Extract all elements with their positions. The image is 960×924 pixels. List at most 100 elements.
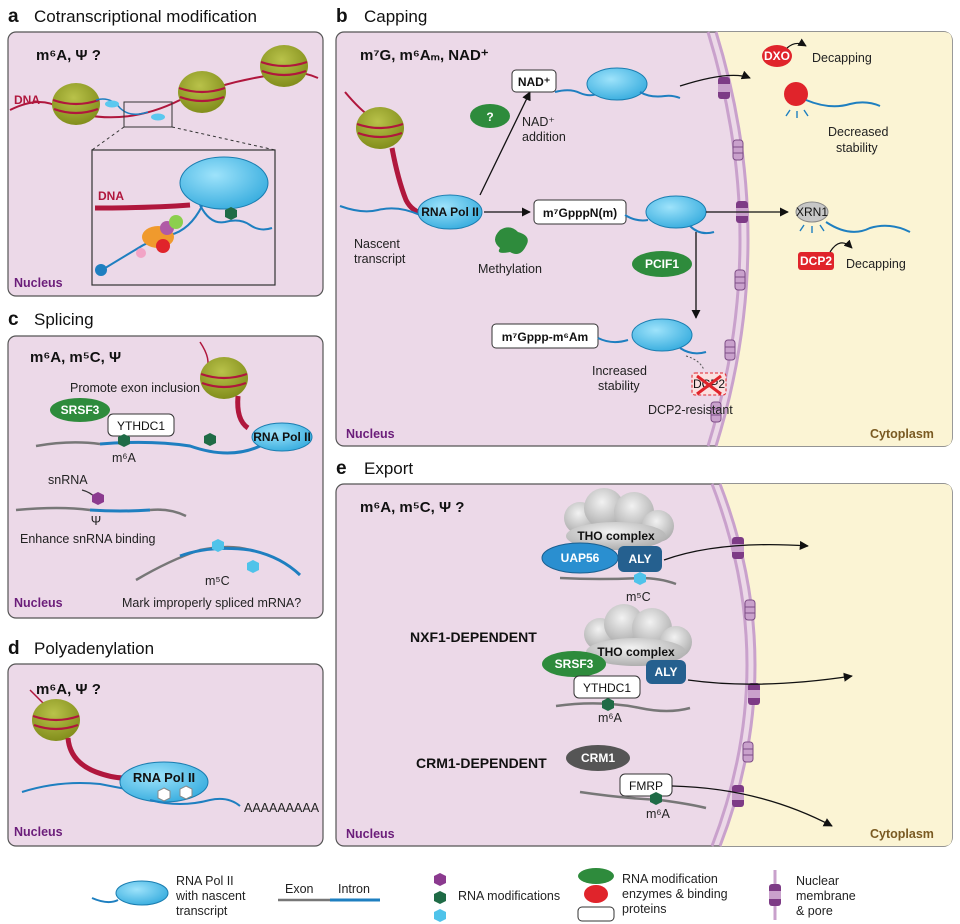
panel-c-letter: c [8, 309, 19, 330]
aly-1-label: ALY [629, 552, 652, 566]
nad-addition-1: NAD⁺ [522, 115, 555, 129]
ythdc1-e-label: YTHDC1 [583, 681, 631, 695]
intron-c3 [15, 506, 91, 512]
legend-polii-rna [91, 897, 119, 904]
legend-enzymes-3: proteins [622, 902, 666, 916]
pore-b5 [724, 339, 736, 361]
arrow-to-nad [479, 91, 531, 196]
pore-e2 [744, 599, 756, 621]
dna-d [65, 737, 125, 781]
polya-label: AAAAAAAAA [244, 801, 320, 815]
decay-marks-2 [799, 224, 825, 233]
unknown-enzyme [470, 104, 510, 128]
nascent-rna-b [339, 205, 421, 216]
panel-d-letter: d [8, 638, 20, 659]
nascent-rna-a [95, 98, 149, 115]
green-protein [169, 215, 183, 229]
m6a-e2-label: m⁶A [646, 807, 671, 821]
legend-pore-1: Nuclear [796, 874, 839, 888]
decapping-label-2: Decapping [846, 257, 906, 271]
nad-box-label: NAD⁺ [518, 75, 550, 89]
panel-b-letter: b [336, 6, 348, 27]
polii-inset [179, 156, 269, 210]
m7gpppm6am-label: m⁷Gppp-m⁶Am [502, 330, 588, 344]
dna-label-a1: DNA [14, 93, 40, 107]
pore-e5 [732, 785, 744, 807]
pore-b1 [718, 77, 730, 99]
xrn1-label: XRN1 [796, 205, 828, 219]
decay-marks-1 [785, 109, 809, 118]
legend-polii-1: RNA Pol II [176, 874, 234, 888]
tho-2-label: THO complex [597, 645, 675, 659]
crm1 [566, 745, 630, 771]
snrna-label: snRNA [48, 473, 88, 487]
panel-d-mods: m⁶A, Ψ ? [36, 681, 101, 698]
methylation-label: Methylation [478, 262, 542, 276]
nascent-label-1: Nascent [354, 237, 400, 251]
m6a-hex-e2 [650, 792, 662, 805]
zoom-box [123, 101, 173, 128]
panel-d: d Polyadenylation m⁶A, Ψ ? RNA Pol II AA… [7, 638, 324, 847]
panel-b-cytoplasm [716, 32, 952, 446]
dna-inset [94, 202, 191, 211]
decreased-2: stability [836, 141, 878, 155]
red-protein [156, 239, 170, 253]
rna-m7g-tail [689, 225, 715, 235]
panel-b-title: Capping [364, 7, 427, 26]
arrow-export-nad [679, 70, 751, 87]
tho-complex-1 [564, 488, 674, 550]
panel-e-cytoplasm-label: Cytoplasm [870, 827, 934, 841]
unknown-enzyme-label: ? [486, 110, 493, 124]
dna-label-a2: DNA [98, 189, 124, 203]
mark-label: Mark improperly spliced mRNA? [122, 596, 301, 610]
fmrp [619, 773, 673, 797]
panel-b: b Capping m⁷G, m⁶Aₘ, NAD⁺ RNA Pol II Nas… [335, 6, 953, 447]
nad-addition-2: addition [522, 130, 566, 144]
panel-e-nucleus-label: Nucleus [346, 827, 395, 841]
fmrp-label: FMRP [629, 779, 663, 793]
m6a-e1-label: m⁶A [598, 711, 623, 725]
legend-pore-3: & pore [796, 904, 833, 918]
hex-c1 [118, 434, 130, 447]
hex-d2 [179, 785, 193, 800]
rna-inset-right [199, 204, 273, 231]
pore-e1 [732, 537, 744, 559]
increased-1: Increased [592, 364, 647, 378]
rna-decapped-1 [805, 99, 881, 108]
dxo-enzyme [762, 45, 792, 67]
intron-c1 [35, 441, 101, 448]
panel-b-cytoplasm-label: Cytoplasm [870, 427, 934, 441]
panel-c: c Splicing m⁶A, m⁵C, Ψ Promote exon incl… [7, 309, 324, 619]
exon-c3 [179, 546, 302, 577]
rna-e2 [555, 702, 691, 713]
legend-mod-cyan [434, 909, 446, 922]
aly-2 [646, 660, 686, 684]
legend-mod-green [434, 891, 446, 904]
polii-d-label: RNA Pol II [133, 770, 195, 785]
m5c-hex-e [634, 572, 646, 585]
polii-b [417, 194, 483, 230]
pcif1-label: PCIF1 [645, 257, 679, 271]
panel-c-mods: m⁶A, m⁵C, Ψ [30, 349, 121, 366]
uap56-label: UAP56 [561, 551, 600, 565]
legend-enzymes-2: enzymes & binding [622, 887, 728, 901]
polii-m7g [645, 195, 707, 229]
rna-m7g [624, 214, 649, 222]
aly-2-label: ALY [655, 665, 678, 679]
legend-enzymes-1: RNA modification [622, 872, 718, 886]
increased-2: stability [598, 379, 640, 393]
zoom-line-left [91, 126, 125, 151]
nxf1-label: NXF1-DEPENDENT [410, 629, 537, 645]
aly-1 [618, 546, 662, 572]
srsf3-e [542, 651, 606, 677]
legend-pore-2: membrane [796, 889, 856, 903]
dcp2-dashed-arrow [685, 355, 705, 371]
legend-polii-2: with nascent [175, 889, 246, 903]
legend-binding-protein [577, 906, 615, 922]
nucleosome-c [198, 355, 250, 401]
legend-polii-3: transcript [176, 904, 228, 918]
enhance-label: Enhance snRNA binding [20, 532, 156, 546]
dcp2-cross [696, 374, 722, 396]
exon-c2 [89, 508, 151, 513]
